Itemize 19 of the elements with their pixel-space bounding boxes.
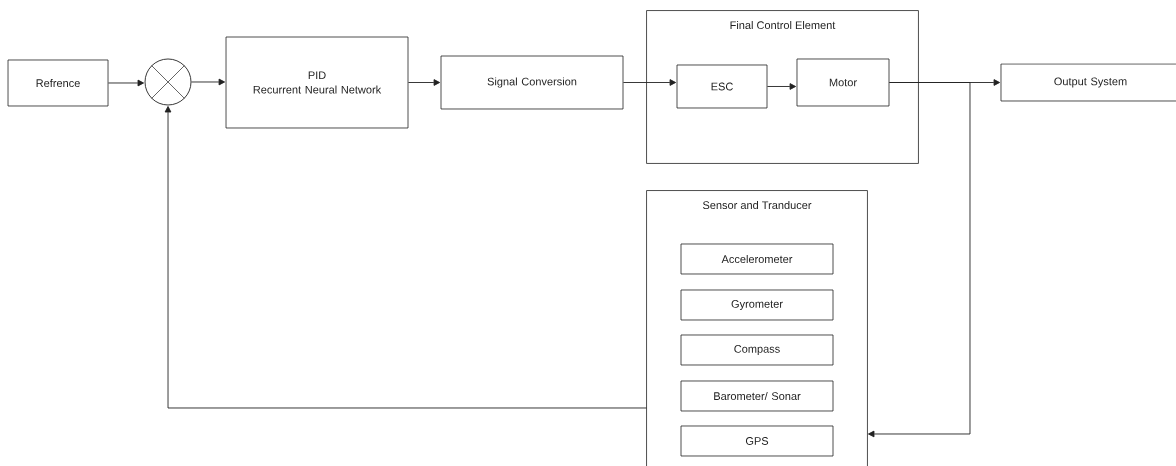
process-box: GPS (680, 425, 834, 457)
process-box: Motor (796, 58, 890, 107)
arrow (868, 82, 971, 438)
arrow (164, 106, 647, 409)
process-box: Barometer/ Sonar (680, 380, 834, 412)
arrow (407, 79, 441, 86)
arrow (107, 79, 144, 87)
process-box: Accelerometer (680, 243, 834, 275)
process-box: Signal Conversion (440, 55, 624, 110)
summing-junction (144, 58, 192, 106)
process-box: Output System (1000, 63, 1176, 102)
arrow (622, 79, 677, 86)
process-box: PID Recurrent Neural Network (225, 36, 409, 129)
arrow (191, 78, 226, 86)
process-box: Refrence (7, 59, 109, 107)
arrow (766, 83, 797, 90)
process-box: Compass (680, 334, 834, 366)
process-box: ESC (676, 64, 768, 109)
process-box: Gyrometer (680, 289, 834, 321)
